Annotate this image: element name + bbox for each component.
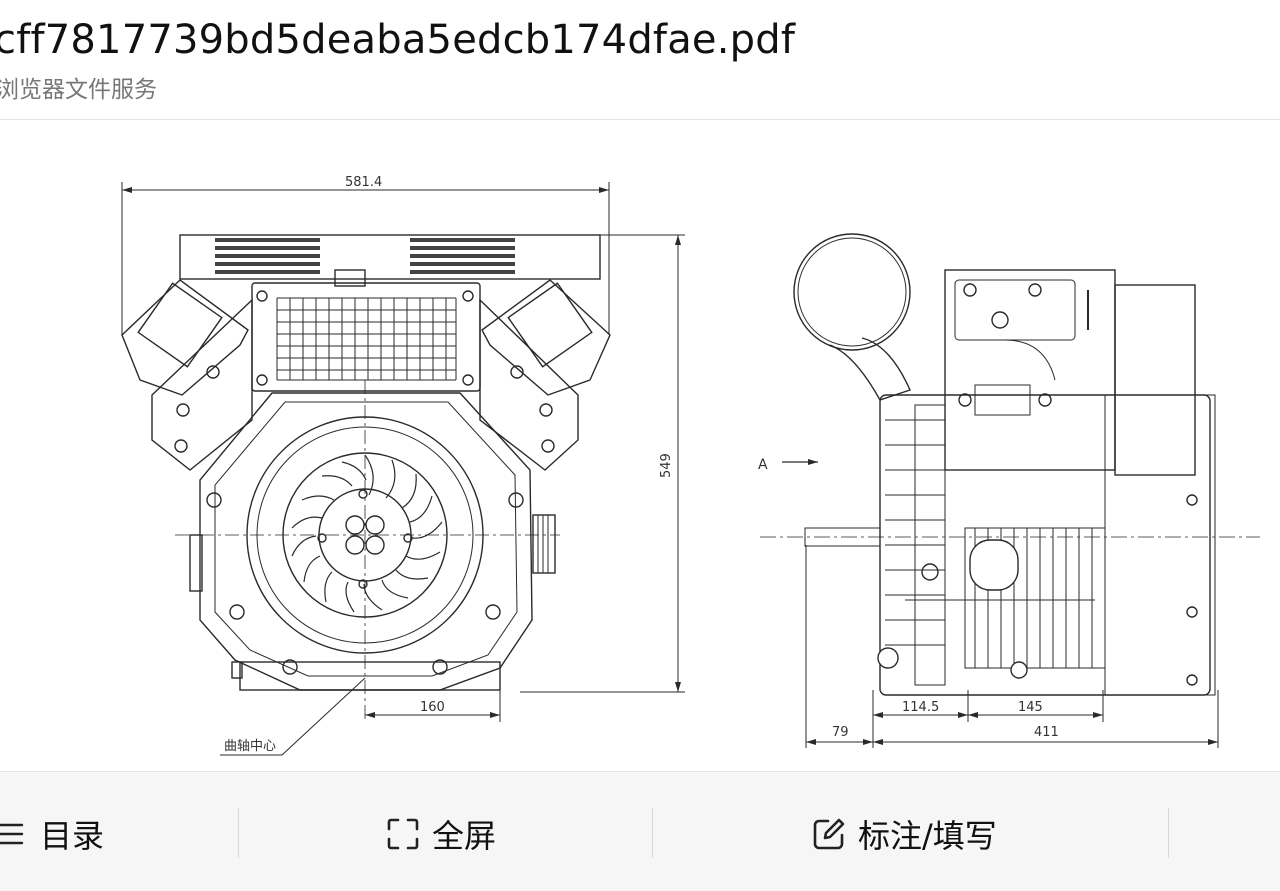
toc-label: 目录 <box>40 817 105 855</box>
pdf-page-viewer[interactable]: 581.4 549 <box>0 120 1280 771</box>
fullscreen-button[interactable]: 全屏 <box>386 812 496 856</box>
annotate-button[interactable]: 标注/填写 <box>812 812 997 856</box>
bottom-toolbar: 目录 全屏 标注/填写 <box>0 771 1280 891</box>
list-icon <box>0 823 24 845</box>
fullscreen-icon <box>387 818 419 850</box>
edit-icon <box>813 818 845 850</box>
side-view: A <box>758 233 1260 748</box>
annotate-label: 标注/填写 <box>858 817 997 855</box>
toolbar-divider <box>1168 808 1169 858</box>
label-crank-center: 曲轴中心 <box>224 739 276 754</box>
toc-button[interactable]: 目录 <box>0 812 104 856</box>
dim-581-4: 581.4 <box>345 175 382 190</box>
dim-114-5: 114.5 <box>902 700 939 715</box>
toolbar-divider <box>238 808 239 858</box>
label-view-a: A <box>758 457 768 473</box>
dim-160: 160 <box>420 700 445 715</box>
dim-549: 549 <box>659 453 674 478</box>
front-view: 581.4 549 <box>121 175 685 756</box>
document-title: cff7817739bd5deaba5edcb174dfae.pdf <box>0 17 796 63</box>
toolbar-divider <box>652 808 653 858</box>
dim-79: 79 <box>832 725 849 740</box>
dim-145: 145 <box>1018 700 1043 715</box>
fullscreen-label: 全屏 <box>432 817 497 855</box>
service-subtitle: 浏览器文件服务 <box>0 77 157 103</box>
dim-411: 411 <box>1034 725 1059 740</box>
engine-technical-drawing: 581.4 549 <box>121 175 1260 756</box>
document-header: cff7817739bd5deaba5edcb174dfae.pdf 浏览器文件… <box>0 0 1280 120</box>
